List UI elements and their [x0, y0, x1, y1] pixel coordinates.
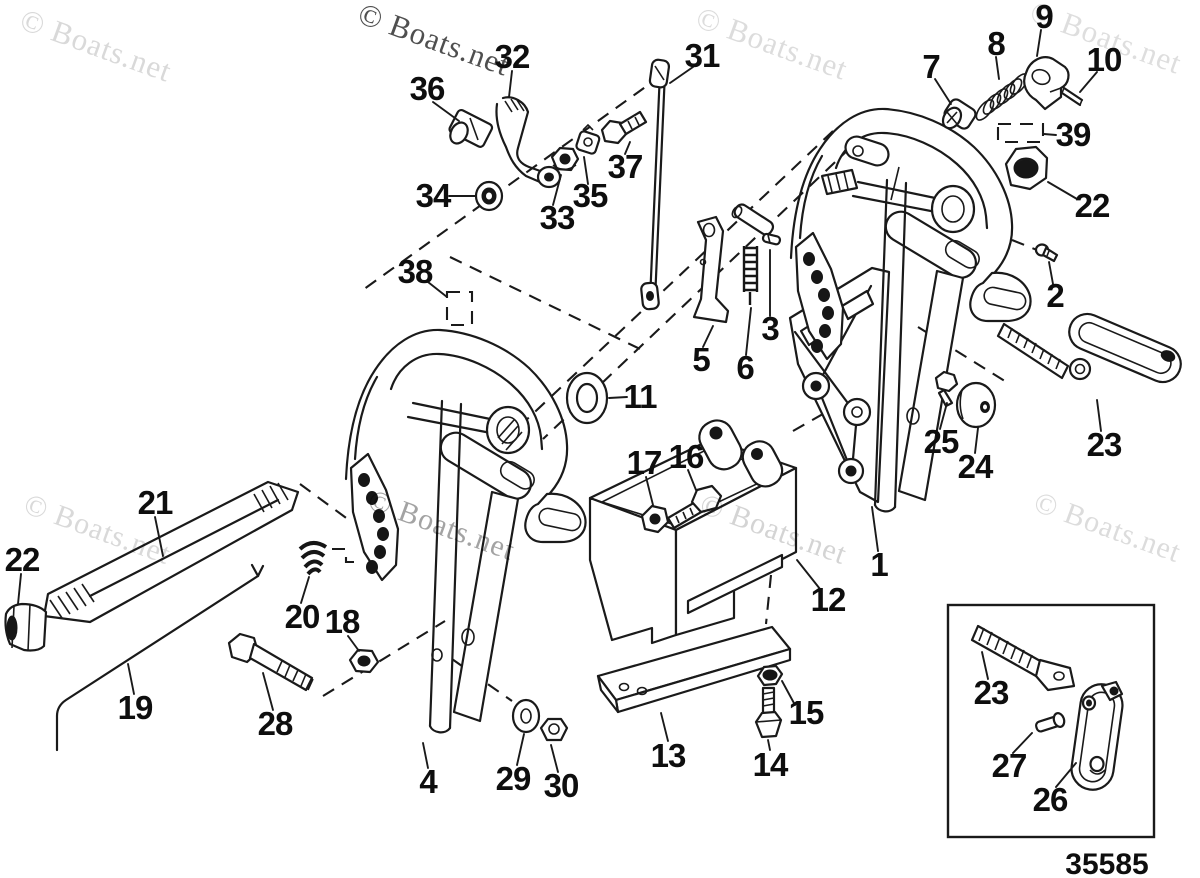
locknut-22-port: [4, 602, 48, 652]
callout-24: 24: [958, 448, 994, 485]
dashed-box-38: [445, 290, 474, 327]
tilt-rod-19: [55, 563, 265, 752]
swivel-pin-cap-9: [1023, 56, 1070, 111]
inset-stud-23: [970, 624, 1076, 692]
callout-23: 23: [1087, 426, 1122, 463]
callout-22-starboard: 22: [1075, 187, 1110, 224]
pivot-pin: [731, 203, 775, 236]
inset-pin-27: [1034, 712, 1066, 733]
callout-10: 10: [1087, 41, 1122, 78]
spring-6: [742, 246, 759, 305]
callout-25: 25: [924, 423, 959, 460]
inset-box: [946, 603, 1156, 839]
drawing-number: 35585: [1065, 848, 1148, 878]
callout-14: 14: [753, 746, 789, 783]
callout-33: 33: [540, 199, 575, 236]
callout-7: 7: [922, 48, 939, 85]
callout-22-port: 22: [5, 541, 40, 578]
lever-32: [495, 96, 562, 189]
washer-29: [511, 698, 541, 734]
callout-16: 16: [669, 438, 704, 475]
callout-5: 5: [692, 341, 710, 378]
callout-39: 39: [1056, 116, 1091, 153]
callout-21: 21: [138, 484, 173, 521]
nut-33: [550, 146, 580, 172]
callout-2: 2: [1046, 277, 1064, 314]
inset-link-plate-26: [1070, 680, 1124, 791]
nut-17: [640, 504, 670, 534]
pin-36: [448, 108, 494, 148]
callout-15: 15: [789, 694, 824, 731]
callout-11: 11: [624, 378, 658, 415]
washer-11: [565, 371, 609, 425]
clamp-bracket-port: [344, 328, 587, 734]
callout-19: 19: [118, 689, 153, 726]
callout-36: 36: [410, 70, 445, 107]
nut-30: [539, 717, 569, 742]
leader-lines: [17, 29, 1102, 788]
link-rod-31: [640, 58, 671, 311]
nut-35: [575, 123, 601, 155]
nut-22-starboard: [1004, 145, 1049, 191]
callout-37: 37: [608, 148, 643, 185]
tilt-lock-pin-23: [996, 312, 1182, 384]
mount-plate-13: [596, 625, 792, 714]
callout-26: 26: [1033, 781, 1068, 818]
callout-29: 29: [496, 760, 531, 797]
bushing-7: [941, 98, 977, 130]
callout-20: 20: [285, 598, 320, 635]
callout-38: 38: [398, 253, 433, 290]
callout-23-inset: 23: [974, 674, 1009, 711]
callout-17: 17: [627, 444, 662, 481]
bolt-28: [227, 632, 314, 692]
nut-18: [348, 648, 380, 674]
swivel-housing-12: [588, 419, 798, 645]
callout-18: 18: [325, 603, 360, 640]
bolt-37: [600, 110, 648, 145]
callout-4: 4: [419, 763, 438, 800]
callout-27: 27: [992, 747, 1027, 784]
bolt-16: [666, 484, 723, 530]
callout-3: 3: [761, 310, 779, 347]
bracket-5: [692, 215, 730, 324]
callout-30: 30: [544, 767, 579, 804]
washer-34: [474, 180, 504, 212]
callout-12: 12: [811, 581, 846, 618]
pin-10: [1060, 86, 1084, 107]
callout-8: 8: [987, 25, 1005, 62]
pin-3: [761, 232, 782, 246]
callout-31: 31: [685, 37, 720, 74]
watermark: © Boats.net: [16, 2, 177, 89]
callout-35: 35: [573, 177, 608, 214]
callout-28: 28: [258, 705, 293, 742]
callout-32: 32: [495, 38, 530, 75]
callout-6: 6: [736, 349, 754, 386]
bolt-14: [754, 686, 783, 739]
nut-15: [756, 664, 784, 687]
callout-34: 34: [416, 177, 452, 214]
washer-24: [955, 381, 997, 429]
callout-13: 13: [651, 737, 686, 774]
clamp-bracket-starboard: [789, 107, 1032, 513]
callout-labels: 36 32 31 34 33 35 37 38 11 21 22 20 18 1…: [5, 0, 1123, 818]
spring-20: [298, 541, 328, 576]
spring-8: [975, 73, 1029, 121]
bolt-25: [934, 370, 959, 408]
dashed-box-39: [996, 122, 1045, 144]
watermark: © Boats.net: [1030, 486, 1186, 570]
screw-2: [1034, 243, 1059, 263]
callout-1: 1: [870, 546, 888, 583]
callout-9: 9: [1035, 0, 1053, 35]
